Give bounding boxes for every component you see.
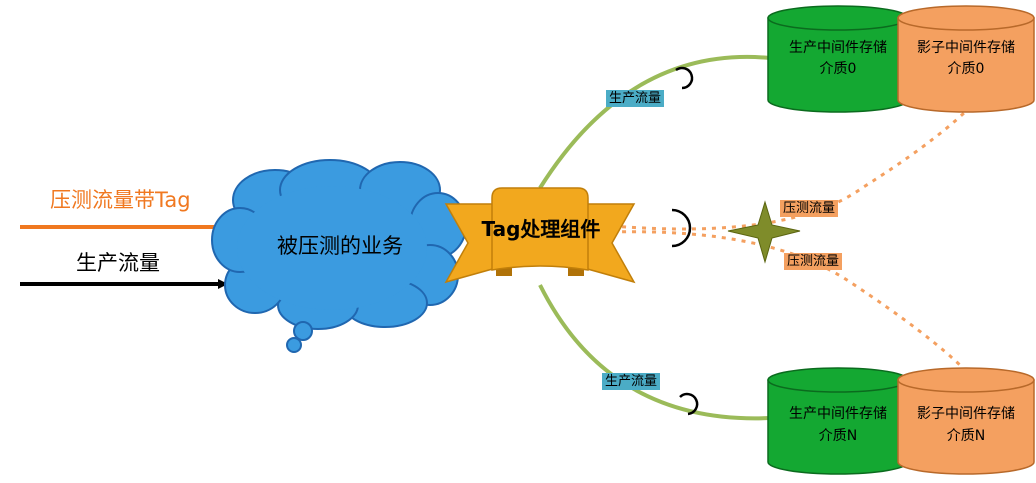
service-label: 被压测的业务 [277, 234, 403, 258]
stress-flow-label-upper: 压测流量 [780, 200, 839, 217]
prod-storage-0-line2: 介质0 [820, 61, 857, 77]
tag-component-banner [444, 187, 636, 284]
shadow-storage-n [897, 367, 1035, 475]
prod-flow-line-bottom [538, 284, 771, 421]
prod-input-label: 生产流量 [76, 251, 160, 275]
prod-storage-n-line2: 介质N [819, 428, 857, 444]
prod-flow-label-bottom: 生产流量 [602, 373, 661, 390]
prod-storage-0-line1: 生产中间件存储 [789, 40, 887, 56]
prod-storage-n-line1: 生产中间件存储 [789, 406, 887, 422]
shadow-storage-0-line2: 介质0 [948, 61, 985, 77]
shadow-storage-0 [897, 5, 1035, 113]
prod-flow-line-top [538, 55, 771, 190]
stress-flow-line-lower [611, 230, 967, 372]
shadow-storage-n-line2: 介质N [947, 428, 985, 444]
socket-arc-icon-middle [671, 208, 692, 248]
socket-arc-icon-bottom [679, 392, 699, 416]
socket-arc-icon-top [675, 66, 694, 90]
tag-component-label: Tag处理组件 [482, 217, 601, 241]
prod-storage-0 [767, 5, 909, 113]
stress-flow-line-upper [611, 110, 967, 231]
stress-flow-label-lower: 压测流量 [784, 253, 843, 270]
prod-flow-label-top: 生产流量 [606, 90, 665, 107]
service-cloud [211, 159, 467, 353]
four-point-star-icon [727, 200, 801, 264]
shadow-storage-0-line1: 影子中间件存储 [917, 40, 1015, 56]
stress-input-label: 压测流量带Tag [50, 188, 191, 212]
shadow-storage-n-line1: 影子中间件存储 [917, 406, 1015, 422]
prod-storage-n [767, 367, 909, 475]
